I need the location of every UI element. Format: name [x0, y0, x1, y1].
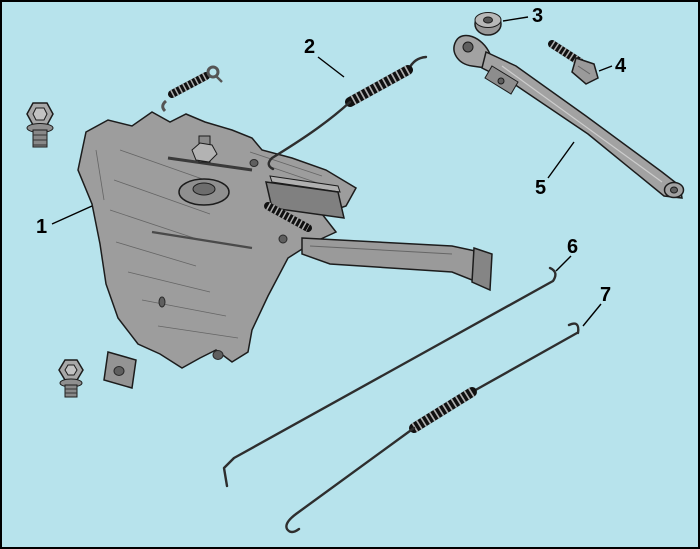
bracket-linkage-rod-2 — [151, 230, 253, 250]
callout-4: 4 — [615, 55, 627, 77]
bolt — [548, 40, 599, 85]
rod-spring-top-hook — [567, 322, 580, 335]
cap-nut — [474, 12, 502, 36]
leader-3 — [502, 16, 529, 22]
hex-bolt-upper — [26, 102, 54, 148]
bracket-holes — [113, 159, 288, 376]
callout-3: 3 — [532, 5, 543, 27]
bracket-linkage-rod — [167, 156, 253, 172]
spring-coil-bands — [347, 65, 411, 107]
rod-spring-coil-bands — [411, 387, 475, 433]
rod-spring-upper-wire — [470, 331, 579, 394]
spring-lower-wire — [267, 100, 352, 171]
callout-2: 2 — [304, 36, 315, 58]
callout-7: 7 — [600, 284, 611, 306]
bracket-coil-bands — [266, 202, 310, 232]
hex-bolt-lower — [58, 359, 84, 398]
lever-arm — [453, 34, 685, 199]
callout-1: 1 — [36, 216, 47, 238]
callout-6: 6 — [567, 236, 578, 258]
bracket-box — [265, 181, 345, 219]
leader-2 — [317, 56, 345, 78]
bolt-head-facet — [577, 65, 591, 75]
extension-spring — [267, 55, 428, 171]
lever-highlight — [501, 65, 663, 183]
lever-top-hook — [453, 34, 491, 69]
leader-7 — [582, 303, 602, 327]
callout-5: 5 — [535, 177, 546, 199]
leader-6 — [555, 255, 572, 272]
callouts: 1 2 3 4 5 6 7 — [36, 5, 627, 327]
leader-1 — [51, 205, 93, 225]
lever-top-hole — [462, 41, 474, 53]
small-spring — [161, 65, 223, 113]
lever-end-hole — [670, 186, 678, 194]
channel-end-flange — [471, 246, 493, 292]
main-bracket-assembly — [26, 65, 493, 398]
leader-5 — [547, 141, 575, 179]
lever-flange-hole — [497, 77, 505, 85]
leader-4 — [598, 65, 613, 72]
channel-arm — [301, 237, 483, 286]
link-rod — [222, 266, 557, 488]
pivot-nut — [191, 142, 218, 163]
channel-groove — [309, 245, 453, 255]
pivot-boss-hole — [192, 182, 216, 196]
rod-spring-lower-wire — [285, 426, 416, 534]
rod-spring — [285, 322, 580, 534]
bracket-box-top — [269, 175, 341, 193]
